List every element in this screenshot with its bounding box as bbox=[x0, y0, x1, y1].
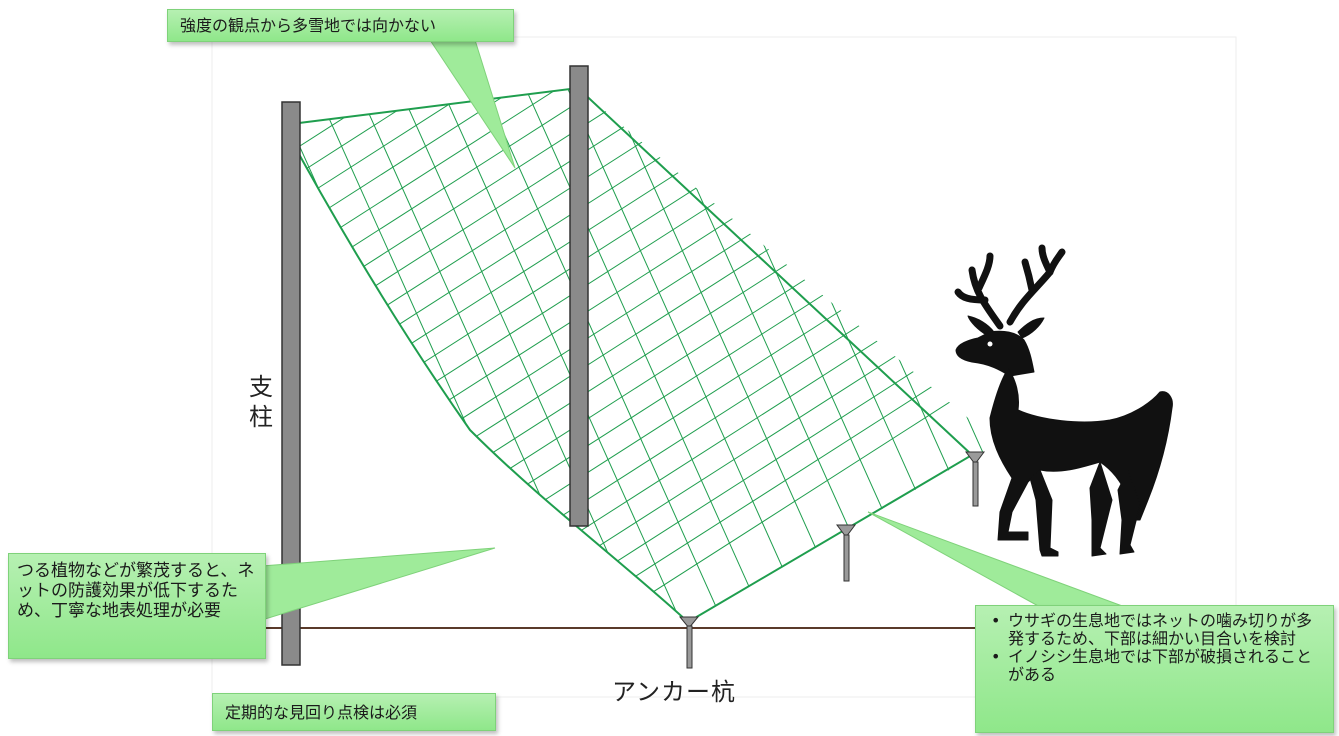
callout-vines: つる植物などが繁茂すると、ネットの防護効果が低下するため、丁寧な地表処理が必要 bbox=[8, 553, 266, 659]
anchor-stake-middle bbox=[836, 524, 856, 582]
post-center bbox=[569, 65, 589, 527]
post-left bbox=[281, 101, 301, 666]
callout-snow: 強度の観点から多雪地では向かない bbox=[167, 9, 514, 42]
post-label: 支柱 bbox=[249, 373, 273, 431]
net-strand bbox=[283, 88, 1000, 622]
net-strand bbox=[283, 88, 739, 622]
callout-animals: ウサギの生息地ではネットの噛み切りが多発するため、下部は細かい目合いを検討 イノ… bbox=[975, 605, 1334, 733]
anchor-label: アンカー杭 bbox=[612, 678, 737, 706]
callout-animals-item: イノシシ生息地では下部が破損されることがある bbox=[986, 648, 1325, 684]
callout-inspection: 定期的な見回り点検は必須 bbox=[212, 693, 496, 731]
net-strand bbox=[283, 88, 655, 622]
net-strand bbox=[283, 88, 571, 622]
net-strand bbox=[283, 88, 613, 622]
net-strand bbox=[283, 88, 529, 622]
net-strand bbox=[283, 88, 697, 622]
anchor-stake-right bbox=[965, 451, 985, 507]
deer-icon bbox=[954, 244, 1173, 557]
callout-animals-item: ウサギの生息地ではネットの噛み切りが多発するため、下部は細かい目合いを検討 bbox=[986, 612, 1325, 648]
callout-animals-list: ウサギの生息地ではネットの噛み切りが多発するため、下部は細かい目合いを検討 イノ… bbox=[986, 612, 1325, 684]
net-outline bbox=[281, 86, 974, 624]
anchor-stake-bottom bbox=[678, 616, 700, 669]
